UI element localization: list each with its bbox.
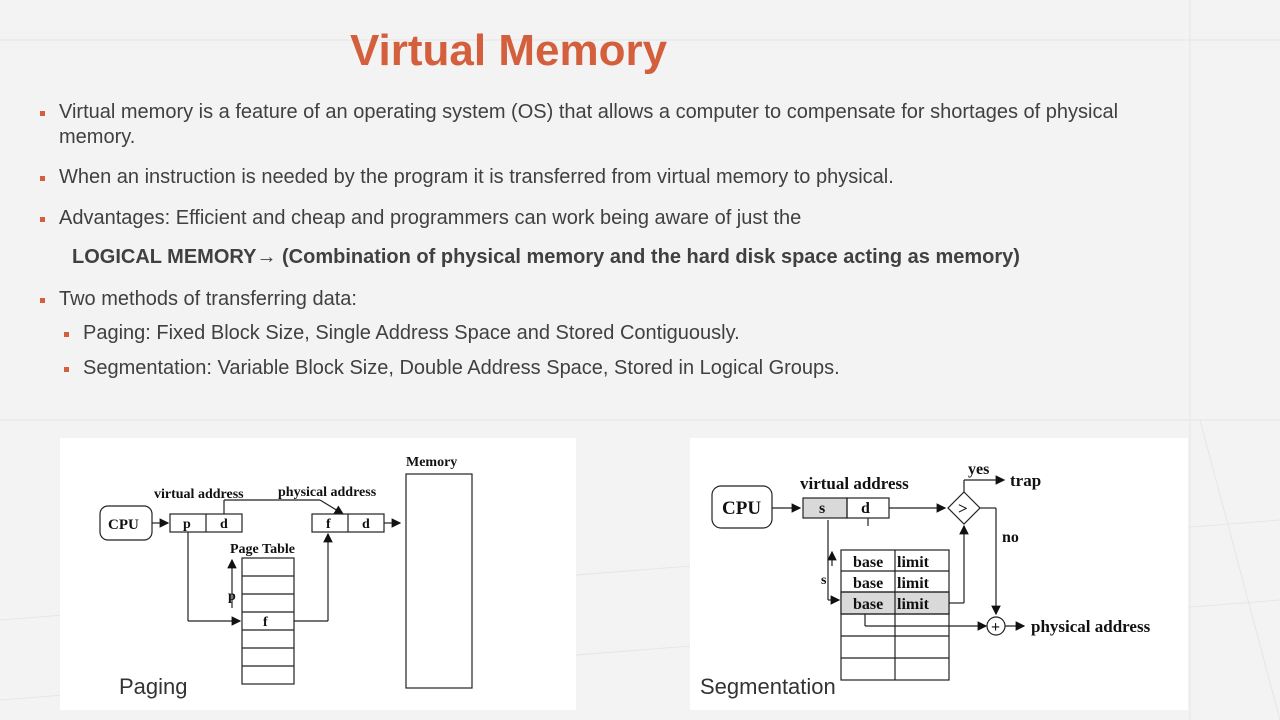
compare-symbol: > bbox=[958, 499, 968, 518]
bullet-text: When an instruction is needed by the pro… bbox=[59, 166, 894, 188]
segment-s-field: s bbox=[819, 500, 825, 517]
limit-label-row-1: limit bbox=[897, 554, 930, 571]
bullet-instruction-transfer: When an instruction is needed by the pro… bbox=[40, 165, 1170, 190]
paging-caption: Paging bbox=[119, 674, 188, 699]
compare-diamond bbox=[947, 491, 981, 525]
bullet-text: Two methods of transferring data: bbox=[59, 288, 357, 310]
paging-physical-d-field: d bbox=[362, 517, 370, 532]
logical-memory-definition: LOGICAL MEMORY→ (Combination of physical… bbox=[72, 246, 1020, 268]
page-table-f-entry: f bbox=[263, 615, 268, 630]
bullet-text: Segmentation: Variable Block Size, Doubl… bbox=[83, 357, 840, 379]
paging-p-field: p bbox=[183, 517, 191, 532]
bullet-marker bbox=[40, 298, 45, 303]
paging-diagram-panel: CPU virtual address physical address Mem… bbox=[60, 438, 576, 710]
paging-diagram: CPU virtual address physical address Mem… bbox=[99, 455, 473, 689]
segment-d-field: d bbox=[861, 500, 870, 517]
yes-label: yes bbox=[968, 461, 989, 478]
segment-s-index-label: s bbox=[821, 573, 827, 588]
bullet-virtual-memory-definition: Virtual memory is a feature of an operat… bbox=[40, 100, 1170, 150]
segmentation-diagram-panel: CPU virtual address s d > yes trap no s … bbox=[690, 438, 1188, 710]
bullet-marker bbox=[40, 217, 45, 222]
bullet-marker bbox=[40, 176, 45, 181]
bullet-text: Virtual memory is a feature of an operat… bbox=[59, 101, 1119, 148]
paging-p-index-label: p bbox=[228, 589, 236, 604]
bullet-marker bbox=[64, 367, 69, 372]
bullet-text: Paging: Fixed Block Size, Single Address… bbox=[83, 322, 740, 344]
base-label-row-1: base bbox=[853, 554, 883, 571]
paging-f-field: f bbox=[326, 517, 331, 532]
limit-label-row-2: limit bbox=[897, 575, 930, 592]
base-label-row-3: base bbox=[853, 596, 883, 613]
bullet-text: Advantages: Efficient and cheap and prog… bbox=[59, 207, 802, 229]
limit-label-row-3: limit bbox=[897, 596, 930, 613]
paging-memory-label: Memory bbox=[406, 455, 457, 470]
plus-symbol: + bbox=[991, 619, 1000, 636]
page-table-label: Page Table bbox=[230, 542, 295, 557]
sub-bullet-paging: Paging: Fixed Block Size, Single Address… bbox=[40, 321, 1170, 346]
segmentation-cpu-label: CPU bbox=[722, 498, 761, 519]
segmentation-caption: Segmentation bbox=[700, 674, 836, 699]
bullet-marker bbox=[64, 332, 69, 337]
base-label-row-2: base bbox=[853, 575, 883, 592]
no-label: no bbox=[1002, 529, 1019, 546]
segmentation-cpu-box bbox=[711, 485, 773, 529]
sub-bullet-segmentation: Segmentation: Variable Block Size, Doubl… bbox=[40, 356, 1170, 381]
slide-title: Virtual Memory bbox=[350, 26, 668, 75]
paging-memory-box bbox=[405, 473, 473, 689]
paging-cpu-label: CPU bbox=[108, 517, 139, 533]
segmentation-virtual-address-label: virtual address bbox=[800, 474, 909, 493]
paging-virtual-address-label: virtual address bbox=[154, 487, 244, 502]
paging-physical-address-label: physical address bbox=[278, 485, 377, 500]
paging-d-field: d bbox=[220, 517, 228, 532]
bullet-marker bbox=[40, 111, 45, 116]
trap-label: trap bbox=[1010, 471, 1041, 490]
segmentation-diagram: CPU virtual address s d > yes trap no s … bbox=[711, 461, 1151, 681]
bullet-methods-heading: Two methods of transferring data: bbox=[40, 287, 1170, 312]
bullet-advantages: Advantages: Efficient and cheap and prog… bbox=[40, 206, 1170, 231]
segmentation-physical-address-label: physical address bbox=[1031, 617, 1151, 636]
page-table-box bbox=[241, 557, 295, 685]
